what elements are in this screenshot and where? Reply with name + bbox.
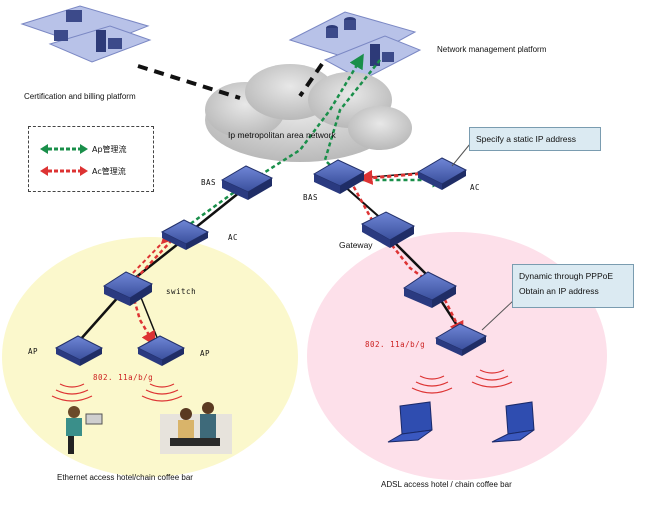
- gateway-device: [360, 211, 416, 248]
- switch-ap-left-link: [79, 294, 121, 341]
- user-figure-group: [160, 402, 232, 454]
- wifi-waves-right: [411, 369, 513, 394]
- gateway-modem-link: [391, 239, 431, 279]
- ac-left-label: AC: [228, 233, 239, 242]
- bas-left-label: BAS: [201, 178, 217, 187]
- laptop-right: [491, 401, 535, 443]
- ac-switch-link: [129, 239, 184, 283]
- ap-left-label: AP: [28, 347, 39, 356]
- adsl-area-label: ADSL access hotel / chain coffee bar: [381, 480, 512, 489]
- ac-left-device: [160, 219, 210, 250]
- ap-left-device: [54, 335, 104, 366]
- ethernet-area-label: Ethernet access hotel/chain coffee bar: [57, 473, 193, 482]
- pppoe-line1: Dynamic through PPPoE: [519, 271, 614, 281]
- switch-device: [102, 271, 154, 306]
- wifi-label-left: 802. 11a/b/g: [93, 373, 154, 382]
- user-figure-left: [66, 406, 103, 454]
- certification-platform-label: Certification and billing platform: [24, 92, 136, 101]
- network-management-label: Network management platform: [437, 45, 547, 54]
- flow-legend: [28, 126, 154, 192]
- mgmt-link: [298, 62, 324, 98]
- ap-flow-green-2: [323, 59, 448, 188]
- ip-metro-cloud: [205, 64, 412, 162]
- ac-flow-red-4: [357, 169, 441, 185]
- legend-ap-flow-label: Ap管理流: [92, 145, 127, 154]
- callout-static-pointer: [451, 143, 471, 167]
- gateway-label: Gateway: [339, 240, 373, 250]
- ap-right-device: [136, 335, 186, 366]
- ap-flow-green-1: [167, 53, 364, 242]
- wifi-waves-left: [51, 383, 183, 402]
- switch-label: switch: [166, 287, 197, 296]
- static-ip-callout: Specify a static IP address: [469, 127, 601, 151]
- ap-right-label: AP: [200, 349, 211, 358]
- wifi-label-right: 802. 11a/b/g: [365, 340, 426, 349]
- pppoe-callout: Dynamic through PPPoE Obtain an IP addre…: [512, 264, 634, 308]
- ac-right-label: AC: [470, 183, 481, 192]
- bas-right-device: [312, 159, 366, 194]
- cert-link: [137, 64, 241, 100]
- laptop-left: [387, 401, 433, 443]
- modem-device: [402, 271, 458, 308]
- legend-ap-arrow: [40, 144, 88, 154]
- legend-ac-arrow: [40, 166, 88, 176]
- bas-left-device: [220, 165, 274, 200]
- bas-left-ac-link: [189, 187, 246, 233]
- static-ip-text: Specify a static IP address: [476, 134, 577, 144]
- legend-ac-flow-label: Ac管理流: [92, 167, 126, 176]
- bas-right-label: BAS: [303, 193, 319, 202]
- certification-platform: [20, 5, 152, 63]
- pppoe-line2: Obtain an IP address: [519, 286, 599, 296]
- ap-adsl-device: [434, 323, 488, 356]
- cloud-label: Ip metropolitan area network: [228, 130, 336, 140]
- network-management-platform: [288, 11, 422, 81]
- callout-pppoe-pointer: [481, 299, 515, 331]
- ac-flow-red-2: [127, 231, 174, 279]
- ac-right-device: [416, 157, 468, 190]
